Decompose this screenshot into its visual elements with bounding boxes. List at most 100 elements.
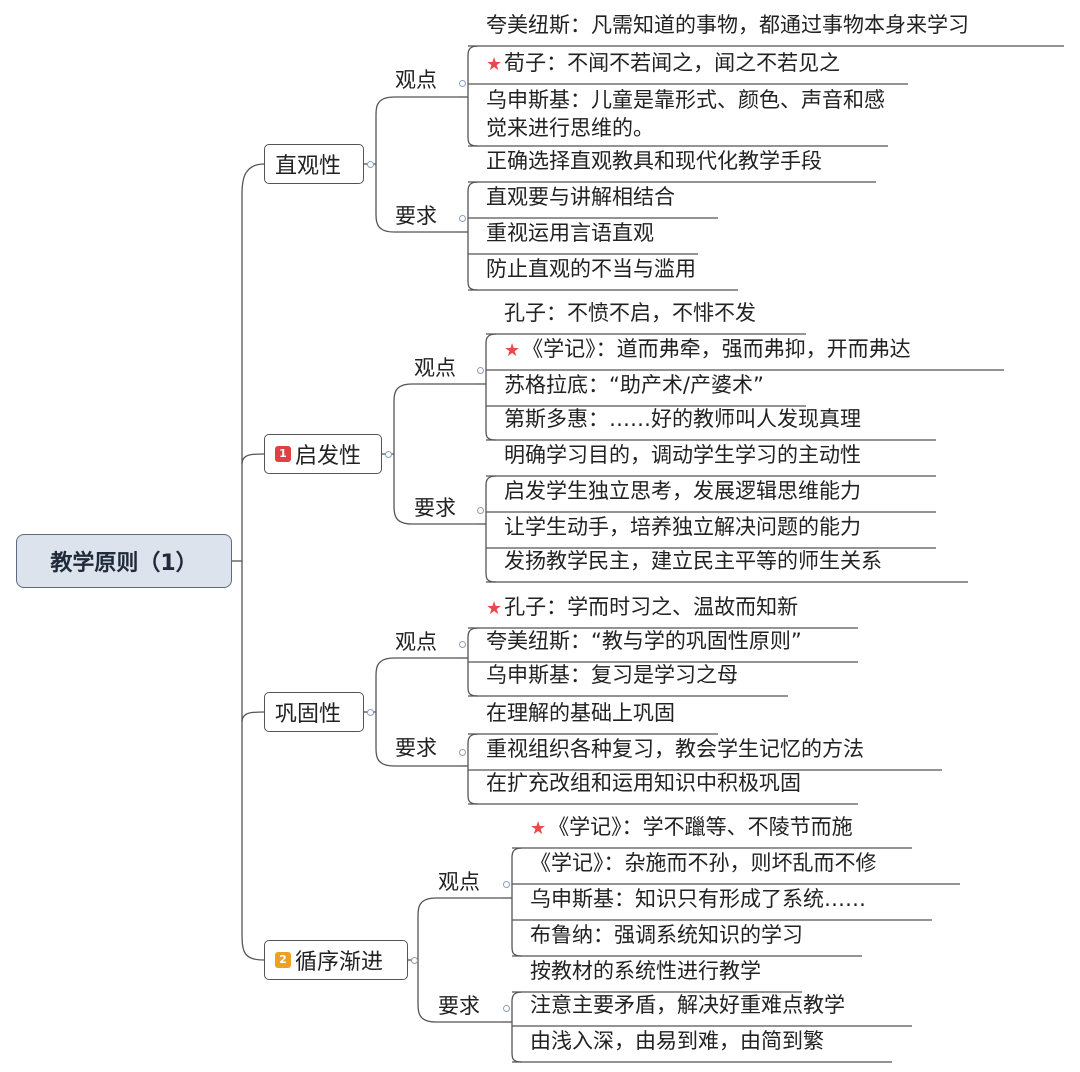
star-icon: ★ bbox=[486, 598, 503, 619]
topic-label: 直观性 bbox=[275, 154, 342, 179]
leaf-item[interactable]: 防止直观的不当与滥用 bbox=[486, 254, 696, 284]
star-icon: ★ bbox=[530, 818, 547, 839]
topic-collapse-icon[interactable] bbox=[367, 161, 374, 168]
leaf-item[interactable]: 由浅入深，由易到难，由简到繁 bbox=[530, 1026, 824, 1056]
group-collapse-icon[interactable] bbox=[503, 1005, 510, 1012]
group-label-0-1[interactable]: 要求 bbox=[395, 204, 437, 228]
topic-0[interactable]: 直观性 bbox=[264, 144, 364, 184]
leaf-item[interactable]: 《学记》：杂施而不孙，则坏乱而不修 bbox=[530, 848, 877, 878]
root-topic[interactable]: 教学原则（1） bbox=[16, 534, 232, 588]
leaf-item[interactable]: 第斯多惠：……好的教师叫人发现真理 bbox=[504, 404, 861, 434]
leaf-text: 在扩充改组和运用知识中积极巩固 bbox=[486, 771, 801, 795]
leaf-text: 夸美纽斯：凡需知道的事物，都通过事物本身来学习 bbox=[486, 13, 969, 37]
group-label-3-0[interactable]: 观点 bbox=[438, 870, 480, 894]
leaf-item[interactable]: 在扩充改组和运用知识中积极巩固 bbox=[486, 768, 801, 798]
leaf-text: 《学记》：杂施而不孙，则坏乱而不修 bbox=[530, 851, 877, 875]
leaf-spine bbox=[467, 181, 479, 291]
leaf-spine bbox=[467, 45, 479, 147]
priority-1-icon: 1 bbox=[275, 446, 291, 462]
leaf-text: 孔子：不愤不启，不悱不发 bbox=[504, 301, 756, 325]
leaf-item[interactable]: ★荀子：不闻不若闻之，闻之不若见之 bbox=[486, 48, 840, 80]
group-collapse-icon[interactable] bbox=[477, 507, 484, 514]
group-collapse-icon[interactable] bbox=[477, 367, 484, 374]
topic-collapse-icon[interactable] bbox=[411, 957, 418, 964]
leaf-spine bbox=[467, 733, 479, 805]
group-label-1-0[interactable]: 观点 bbox=[414, 356, 456, 380]
leaf-item[interactable]: 让学生动手，培养独立解决问题的能力 bbox=[504, 512, 861, 542]
leaf-text: 乌申斯基：儿童是靠形式、颜色、声音和感觉来进行思维的。 bbox=[486, 88, 885, 140]
leaf-text: 注意主要矛盾，解决好重难点教学 bbox=[530, 993, 845, 1017]
group-label-0-0[interactable]: 观点 bbox=[395, 68, 437, 92]
leaf-item[interactable]: 重视组织各种复习，教会学生记忆的方法 bbox=[486, 734, 864, 764]
leaf-text: 正确选择直观教具和现代化教学手段 bbox=[486, 149, 822, 173]
leaf-spine bbox=[485, 333, 497, 441]
topic-collapse-icon[interactable] bbox=[367, 709, 374, 716]
leaf-item[interactable]: 正确选择直观教具和现代化教学手段 bbox=[486, 146, 822, 176]
leaf-item[interactable]: ★《学记》：道而弗牵，强而弗抑，开而弗达 bbox=[504, 334, 911, 366]
group-collapse-icon[interactable] bbox=[459, 641, 466, 648]
leaf-item[interactable]: 重视运用言语直观 bbox=[486, 218, 654, 248]
leaf-text: 布鲁纳：强调系统知识的学习 bbox=[530, 923, 803, 947]
topic-label: 启发性 bbox=[295, 444, 362, 469]
leaf-text: 《学记》：学不躐等、不陵节而施 bbox=[548, 815, 853, 839]
leaf-item[interactable]: 乌申斯基：儿童是靠形式、颜色、声音和感觉来进行思维的。 bbox=[486, 86, 886, 142]
leaf-spine bbox=[511, 847, 523, 957]
leaf-item[interactable]: 直观要与讲解相结合 bbox=[486, 182, 675, 212]
leaf-item[interactable]: 发扬教学民主，建立民主平等的师生关系 bbox=[504, 546, 882, 576]
star-icon: ★ bbox=[486, 54, 503, 75]
leaf-item[interactable]: ★《学记》：学不躐等、不陵节而施 bbox=[530, 812, 853, 844]
leaf-item[interactable]: ★孔子：学而时习之、温故而知新 bbox=[486, 592, 798, 624]
group-collapse-icon[interactable] bbox=[459, 749, 466, 756]
group-collapse-icon[interactable] bbox=[503, 881, 510, 888]
leaf-item[interactable]: 乌申斯基：知识只有形成了系统…… bbox=[530, 884, 866, 914]
star-icon: ★ bbox=[504, 340, 521, 361]
group-label-2-0[interactable]: 观点 bbox=[395, 630, 437, 654]
leaf-item[interactable]: 孔子：不愤不启，不悱不发 bbox=[504, 298, 756, 328]
leaf-text: 让学生动手，培养独立解决问题的能力 bbox=[504, 515, 861, 539]
topic-connector bbox=[241, 711, 265, 723]
topic-label: 循序渐进 bbox=[295, 950, 384, 975]
leaf-item[interactable]: 夸美纽斯：凡需知道的事物，都通过事物本身来学习 bbox=[486, 10, 969, 40]
group-collapse-icon[interactable] bbox=[459, 215, 466, 222]
leaf-item[interactable]: 明确学习目的，调动学生学习的主动性 bbox=[504, 440, 861, 470]
leaf-item[interactable]: 夸美纽斯：“教与学的巩固性原则” bbox=[486, 626, 802, 656]
topic-2[interactable]: 巩固性 bbox=[264, 692, 364, 732]
topic-connector bbox=[241, 453, 265, 465]
leaf-text: 重视组织各种复习，教会学生记忆的方法 bbox=[486, 737, 864, 761]
group-spine bbox=[375, 96, 395, 233]
leaf-text: 由浅入深，由易到难，由简到繁 bbox=[530, 1029, 824, 1053]
leaf-text: 直观要与讲解相结合 bbox=[486, 185, 675, 209]
leaf-text: 发扬教学民主，建立民主平等的师生关系 bbox=[504, 549, 882, 573]
leaf-text: 在理解的基础上巩固 bbox=[486, 701, 675, 725]
leaf-item[interactable]: 注意主要矛盾，解决好重难点教学 bbox=[530, 990, 845, 1020]
group-spine bbox=[393, 383, 413, 525]
leaf-item[interactable]: 启发学生独立思考，发展逻辑思维能力 bbox=[504, 476, 861, 506]
leaf-item[interactable]: 在理解的基础上巩固 bbox=[486, 698, 675, 728]
group-spine bbox=[417, 897, 437, 1023]
group-label-3-1[interactable]: 要求 bbox=[438, 994, 480, 1018]
group-spine bbox=[375, 657, 395, 767]
leaf-text: 苏格拉底：“助产术/产婆术” bbox=[504, 373, 764, 397]
leaf-text: 按教材的系统性进行教学 bbox=[530, 959, 761, 983]
leaf-item[interactable]: 布鲁纳：强调系统知识的学习 bbox=[530, 920, 803, 950]
leaf-spine bbox=[485, 475, 497, 583]
group-label-2-1[interactable]: 要求 bbox=[395, 736, 437, 760]
leaf-spine bbox=[511, 991, 523, 1063]
leaf-item[interactable]: 乌申斯基：复习是学习之母 bbox=[486, 660, 738, 690]
leaf-text: 启发学生独立思考，发展逻辑思维能力 bbox=[504, 479, 861, 503]
leaf-text: 荀子：不闻不若闻之，闻之不若见之 bbox=[504, 51, 841, 75]
group-label-1-1[interactable]: 要求 bbox=[414, 496, 456, 520]
leaf-text: 重视运用言语直观 bbox=[486, 221, 654, 245]
topic-collapse-icon[interactable] bbox=[385, 451, 392, 458]
topic-label: 巩固性 bbox=[275, 702, 342, 727]
leaf-text: 夸美纽斯：“教与学的巩固性原则” bbox=[486, 629, 802, 653]
leaf-item[interactable]: 苏格拉底：“助产术/产婆术” bbox=[504, 370, 764, 400]
leaf-item[interactable]: 按教材的系统性进行教学 bbox=[530, 956, 761, 986]
leaf-text: 孔子：学而时习之、温故而知新 bbox=[504, 595, 799, 619]
leaf-text: 乌申斯基：知识只有形成了系统…… bbox=[530, 887, 866, 911]
group-collapse-icon[interactable] bbox=[459, 80, 466, 87]
leaf-text: 防止直观的不当与滥用 bbox=[486, 257, 696, 281]
